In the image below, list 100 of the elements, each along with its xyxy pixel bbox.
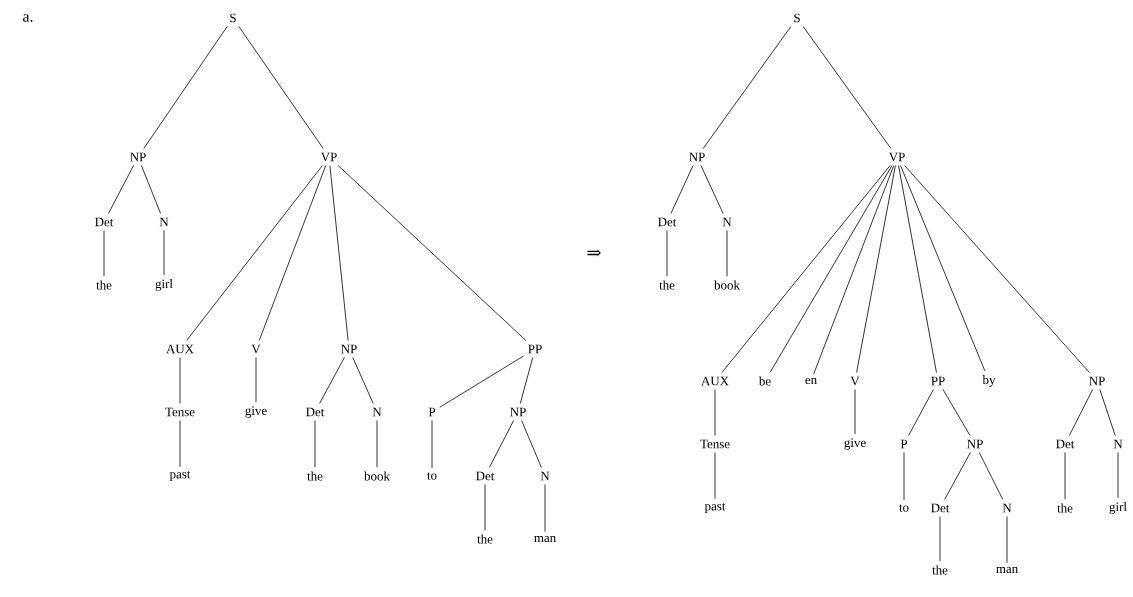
tree-label: man — [534, 535, 556, 543]
tree-label: P — [900, 439, 908, 449]
tree-label: girl — [155, 279, 173, 291]
branch-line — [1099, 389, 1116, 436]
branch-line — [978, 452, 1004, 500]
branch-line — [714, 389, 716, 436]
tree-label: Det — [306, 407, 325, 417]
tree-label: VP — [888, 152, 905, 162]
branch-line — [255, 357, 257, 403]
branch-line — [521, 420, 542, 468]
tree-label: Det — [1056, 439, 1075, 449]
branch-line — [904, 165, 1090, 373]
tree-label: NP — [1089, 376, 1105, 386]
tree-label: be — [758, 376, 771, 386]
tree-label: the — [96, 280, 112, 290]
tree-label: N — [1002, 503, 1012, 513]
branch-line — [519, 357, 534, 404]
tree-label: V — [850, 376, 860, 386]
branch-line — [329, 165, 349, 341]
branch-line — [140, 165, 162, 214]
tree-label: AUX — [166, 344, 194, 354]
branch-line — [179, 357, 181, 404]
tree-label: NP — [510, 407, 526, 417]
branch-line — [431, 420, 433, 469]
tree-label: Det — [658, 217, 677, 227]
panel-label: a. — [23, 14, 33, 22]
branch-line — [337, 165, 527, 341]
tree-label: the — [307, 471, 323, 481]
tree-label: VP — [320, 152, 337, 162]
branch-line — [484, 484, 486, 531]
tree-label: to — [427, 472, 437, 480]
branch-line — [903, 452, 905, 501]
branch-line — [1064, 452, 1066, 500]
branch-line — [489, 420, 515, 468]
branch-line — [939, 516, 941, 562]
tree-label: the — [932, 565, 948, 575]
branch-line — [319, 357, 345, 404]
tree-label: book — [364, 471, 390, 481]
branch-line — [670, 165, 694, 214]
tree-label: Tense — [700, 439, 730, 449]
tree-label: the — [1057, 503, 1073, 513]
branch-line — [702, 26, 792, 149]
tree-label: NP — [967, 439, 983, 449]
tree-label: to — [899, 504, 909, 512]
branch-line — [376, 420, 378, 468]
tree-label: Tense — [165, 407, 195, 417]
implication-arrow: ⇒ — [587, 249, 601, 257]
branch-line — [769, 165, 893, 373]
branch-line — [802, 26, 892, 149]
tree-label: Det — [95, 217, 114, 227]
branch-line — [103, 230, 105, 277]
branch-line — [179, 420, 181, 468]
tree-label: V — [251, 344, 261, 354]
tree-label: the — [477, 534, 493, 544]
tree-label: give — [844, 438, 866, 450]
tree-label: NP — [341, 344, 357, 354]
tree-label: girl — [1109, 502, 1127, 514]
tree-label: S — [230, 13, 236, 23]
branch-line — [352, 357, 374, 404]
tree-label: PP — [528, 344, 542, 354]
branch-line — [439, 355, 524, 408]
tree-label: N — [372, 407, 382, 417]
tree-label: S — [794, 13, 800, 23]
branch-line — [314, 420, 316, 468]
branch-line — [721, 165, 891, 373]
tree-label: N — [722, 217, 732, 227]
branch-line — [900, 165, 986, 372]
branch-line — [186, 165, 323, 341]
branch-line — [666, 230, 668, 277]
branch-line — [108, 165, 134, 214]
tree-label: book — [714, 280, 740, 290]
tree-label: man — [996, 566, 1018, 574]
tree-label: N — [540, 471, 550, 481]
tree-label: N — [159, 217, 169, 227]
branch-line — [1006, 516, 1008, 564]
branch-line — [856, 165, 896, 373]
branch-line — [1068, 389, 1094, 436]
branch-line — [898, 165, 937, 373]
branch-line — [143, 26, 228, 149]
tree-label: Det — [931, 503, 950, 513]
tree-label: AUX — [701, 376, 729, 386]
branch-line — [258, 165, 327, 341]
tree-label: by — [982, 375, 996, 387]
branch-line — [908, 389, 934, 436]
tree-label: NP — [689, 152, 705, 162]
branch-line — [1117, 452, 1119, 499]
tree-label: the — [659, 280, 675, 290]
branch-line — [238, 26, 324, 149]
branch-line — [163, 230, 165, 276]
branch-line — [944, 452, 971, 500]
branch-line — [714, 452, 716, 500]
tree-label: N — [1113, 439, 1123, 449]
branch-line — [942, 389, 971, 436]
tree-label: past — [704, 502, 726, 513]
tree-label: PP — [931, 376, 945, 386]
tree-label: en — [805, 377, 817, 385]
branch-line — [726, 230, 728, 277]
tree-label: past — [169, 470, 191, 481]
branch-line — [700, 165, 724, 214]
branch-line — [854, 389, 856, 435]
